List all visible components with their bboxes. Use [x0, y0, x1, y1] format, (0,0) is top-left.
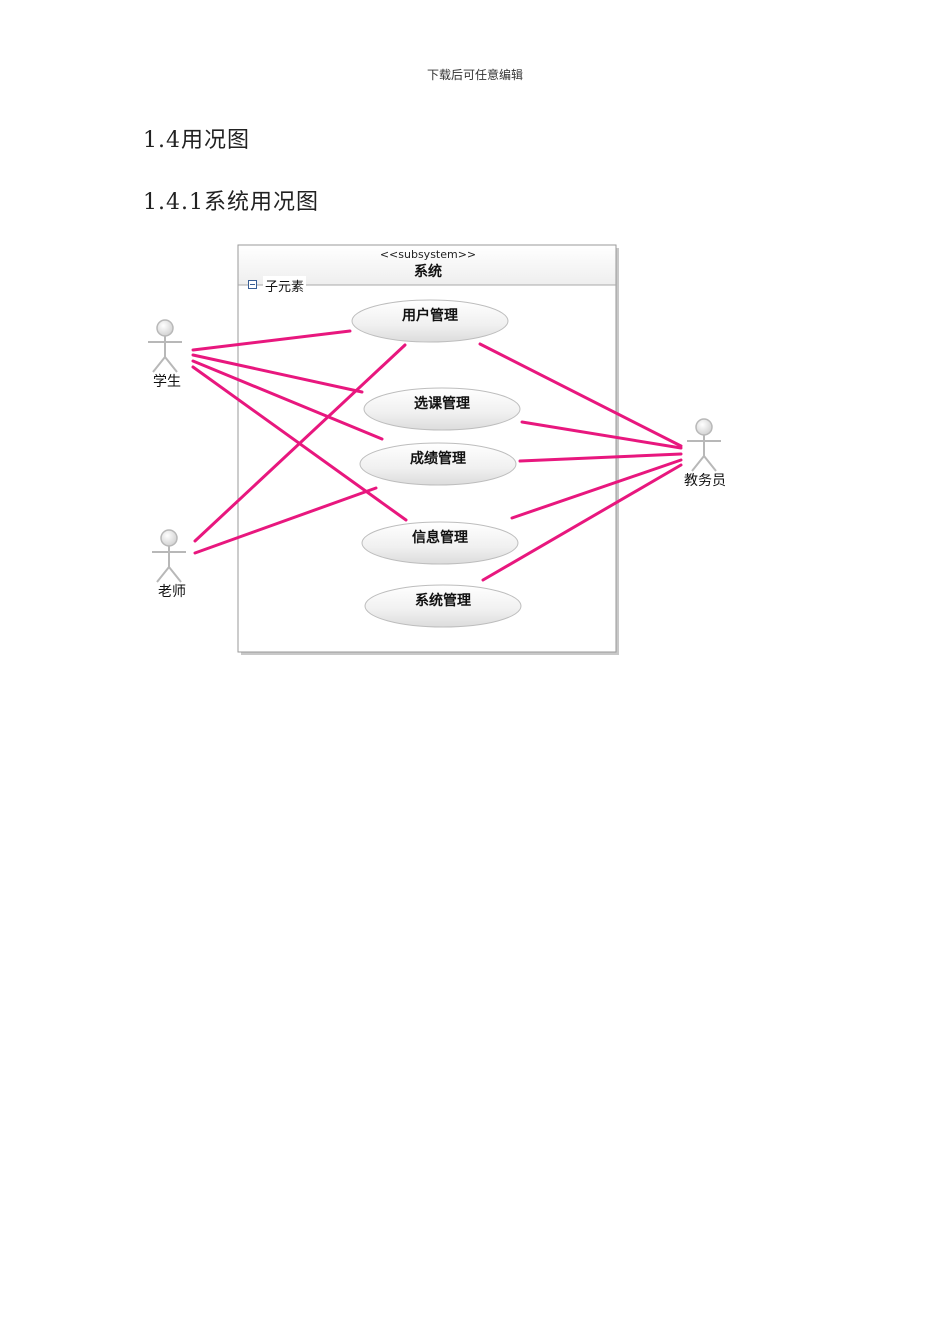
- use-case-info-mgmt-shape: [361, 521, 519, 565]
- assoc-admin-user: [478, 342, 683, 448]
- assoc-student-grade: [191, 359, 384, 441]
- assoc-admin-info: [510, 458, 683, 520]
- use-case-diagram: <<subsystem>> 系统 子元素 用户管理 选课管理 成绩管理 信息管理…: [140, 240, 760, 665]
- assoc-teacher-user: [193, 343, 407, 543]
- diagram-canvas: [148, 244, 721, 655]
- subsystem-name: 系统: [414, 264, 442, 280]
- assoc-student-user: [191, 329, 352, 352]
- use-case-course-mgmt: 选课管理: [414, 396, 470, 412]
- actor-admin-label: 教务员: [684, 473, 726, 489]
- assoc-admin-system: [481, 463, 683, 582]
- assoc-admin-course: [520, 420, 683, 450]
- use-case-system-mgmt: 系统管理: [415, 593, 471, 609]
- use-case-shapes: [351, 299, 522, 628]
- use-case-grade-mgmt-shape: [359, 442, 517, 486]
- assoc-student-course: [191, 353, 364, 394]
- actor-student-figure: [148, 319, 182, 373]
- associations: [191, 329, 683, 582]
- actor-admin-figure: [687, 418, 721, 472]
- subsection-heading: 1.4.1系统用况图: [143, 190, 319, 215]
- actor-student-label: 学生: [153, 374, 181, 390]
- assoc-teacher-grade: [193, 486, 378, 555]
- use-case-system-mgmt-shape: [364, 584, 522, 628]
- use-case-user-mgmt: 用户管理: [402, 308, 458, 324]
- actor-teacher-label: 老师: [158, 584, 186, 600]
- collapse-icon[interactable]: [248, 280, 257, 289]
- use-case-user-mgmt-shape: [351, 299, 509, 343]
- subsystem-stereotype: <<subsystem>>: [379, 248, 477, 261]
- section-heading: 1.4用况图: [143, 128, 250, 153]
- assoc-admin-grade: [518, 452, 683, 463]
- sub-elements-label: 子元素: [263, 276, 307, 295]
- use-case-course-mgmt-shape: [363, 387, 521, 431]
- use-case-grade-mgmt: 成绩管理: [410, 451, 466, 467]
- use-case-info-mgmt: 信息管理: [412, 530, 468, 546]
- page-header: 下载后可任意编辑: [426, 68, 523, 82]
- actor-teacher-figure: [152, 529, 186, 583]
